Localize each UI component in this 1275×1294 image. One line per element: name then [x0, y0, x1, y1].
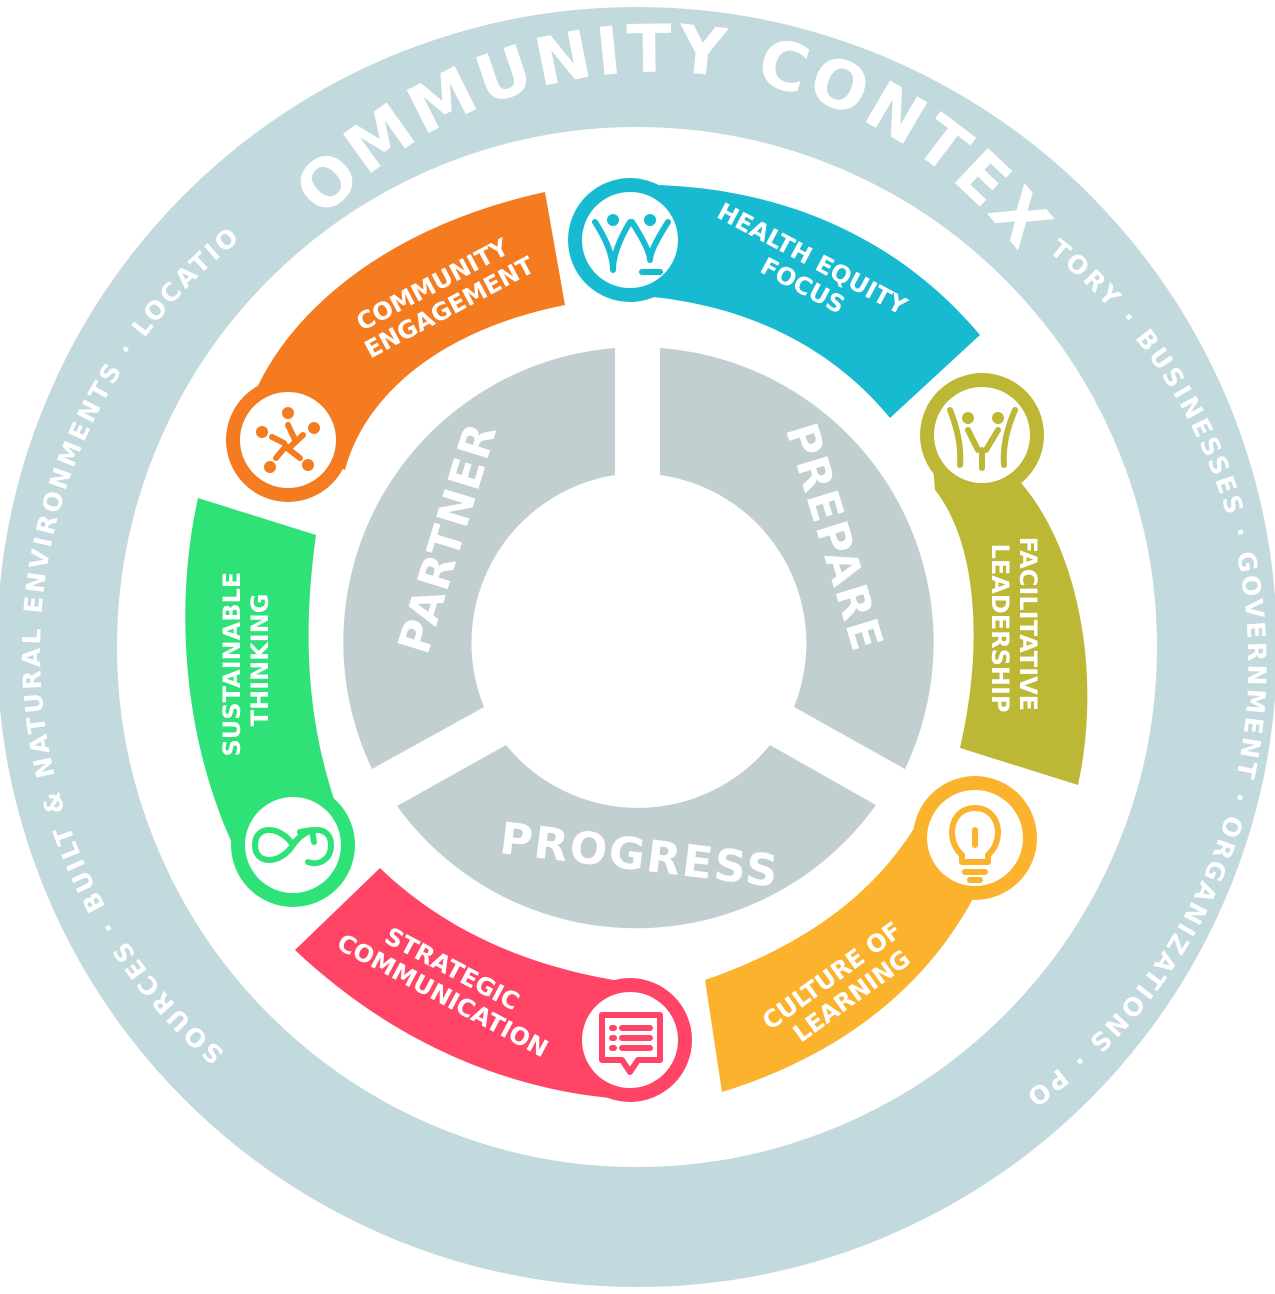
people-cheer-icon [947, 407, 1018, 471]
segment-health-equity: HEALTH EQUITY FOCUS [568, 178, 980, 418]
segment-sustainable-thinking: SUSTAINABLE THINKING [185, 498, 355, 907]
segment-label-line1: FACILITATIVE [1014, 537, 1042, 711]
segment-band [930, 430, 1088, 785]
segment-label-line2: LEADERSHIP [986, 544, 1014, 713]
segment-band [295, 868, 650, 1100]
phase-ring [343, 348, 934, 929]
people-network-icon [256, 407, 320, 473]
phase-sector-prepare [660, 348, 934, 769]
segment-band [185, 498, 345, 860]
message-list-icon [599, 1012, 663, 1075]
people-equity-icon [592, 214, 671, 275]
community-context-ring [0, 7, 1275, 1287]
segment-strategic-communication: STRATEGIC COMMUNICATION [295, 868, 692, 1102]
infinity-arrow-icon [252, 827, 334, 867]
segment-label-line2: THINKING [246, 594, 274, 727]
segment-facilitative-leadership: FACILITATIVE LEADERSHIP [920, 373, 1088, 785]
segment-band [620, 184, 980, 418]
phase-sector-progress [397, 745, 876, 929]
lightbulb-icon [949, 805, 1001, 883]
svg-text:SUSTAINABLE THINKING: SUSTAINABLE THINKING [218, 563, 274, 756]
phase-sector-partner [343, 348, 615, 769]
svg-text:FACILITATIVE LEADERSHIP: FACILITATIVE LEADERSHIP [986, 537, 1042, 720]
segment-label-line1: SUSTAINABLE [218, 572, 246, 757]
